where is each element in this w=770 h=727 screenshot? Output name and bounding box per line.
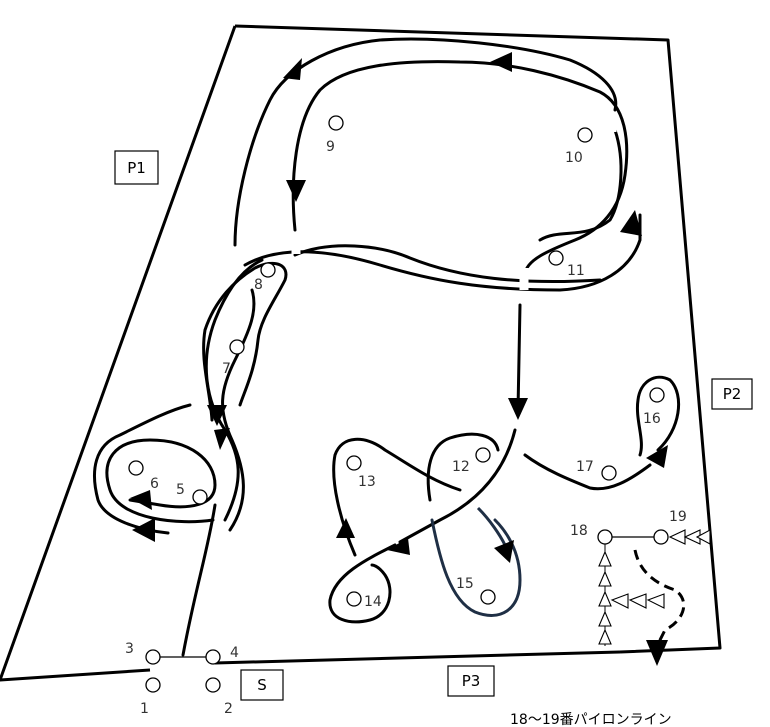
pylon-2-label: 2 [224, 701, 233, 717]
pylon-17 [601, 465, 617, 481]
pylon-17-label: 17 [576, 459, 594, 475]
arrow-right-16 [646, 445, 668, 468]
direction-arrows [130, 52, 668, 666]
arrow-down-15 [494, 540, 514, 563]
arrow-left-6 [130, 490, 152, 510]
pylon-13-label: 13 [358, 474, 376, 490]
highlight-path-lead [476, 506, 507, 546]
pylon-8 [260, 262, 276, 278]
zone-p2-label: P2 [723, 385, 742, 403]
arrow-down-7 [207, 405, 227, 426]
pylon-8-label: 8 [254, 277, 263, 293]
pylon-13 [346, 455, 362, 471]
pylons: 1 2 3 4 5 6 7 8 9 10 11 12 13 14 15 16 1… [125, 115, 687, 717]
zone-p3-label: P3 [462, 672, 481, 690]
zone-p1-label: P1 [127, 159, 146, 177]
pylon-16 [649, 387, 665, 403]
pylon-11 [548, 250, 564, 266]
pylon-1-label: 1 [140, 701, 149, 717]
pylon-10 [577, 127, 593, 143]
arrow-up-left-top [283, 58, 302, 80]
pylon-7-label: 7 [222, 361, 231, 377]
zone-s: S [240, 669, 284, 701]
pylon-9-label: 9 [326, 139, 335, 155]
pylon-3-label: 3 [125, 641, 134, 657]
course-boundary [234, 24, 722, 654]
pylon-5-label: 5 [176, 482, 185, 498]
arrow-down-left [286, 180, 306, 202]
arrow-up-right [620, 210, 642, 236]
crossing-gaps [232, 120, 617, 290]
driving-path [93, 37, 686, 657]
zone-p2: P2 [711, 378, 753, 410]
zone-p1: P1 [114, 150, 159, 185]
arrow-down-left-14 [387, 538, 410, 555]
pylon-19-label: 19 [669, 509, 687, 525]
pylon-6 [128, 460, 144, 476]
pylon-12-label: 12 [452, 459, 470, 475]
arrow-left-5 [132, 518, 155, 542]
pylon-4-label: 4 [230, 645, 239, 661]
pylon-6-label: 6 [150, 476, 159, 492]
pylon-5 [192, 489, 208, 505]
course-boundary-left [0, 25, 237, 682]
arrow-down-center [508, 398, 528, 420]
pylon-3 [145, 649, 161, 665]
pylon-1 [145, 677, 161, 693]
arrow-down-exit [646, 640, 668, 666]
pylon-14-label: 14 [364, 594, 382, 610]
arrow-left-top [490, 52, 512, 72]
pylon-15 [480, 589, 496, 605]
pylon-11-label: 11 [567, 263, 585, 279]
pylon-14 [346, 591, 362, 607]
zone-p3: P3 [447, 665, 495, 697]
pylon-10-label: 10 [565, 150, 583, 166]
pylon-18 [597, 529, 613, 545]
pylon-12 [475, 447, 491, 463]
pylon-2 [205, 677, 221, 693]
caption: 18〜19番パイロンライン [510, 712, 672, 727]
pylon-15-label: 15 [456, 576, 474, 592]
zone-s-label: S [257, 676, 267, 694]
highlight-path [430, 518, 522, 617]
pylon-19 [653, 529, 669, 545]
arrow-up-left-mid [214, 428, 230, 450]
arrow-up-13 [336, 518, 355, 538]
course-boundary-bottom [214, 650, 621, 665]
pylon-16-label: 16 [643, 411, 661, 427]
pylon-7 [229, 339, 245, 355]
pylon-9 [328, 115, 344, 131]
triangle-markers [598, 529, 711, 645]
pylon-4 [205, 649, 221, 665]
pylon-18-label: 18 [570, 523, 588, 539]
